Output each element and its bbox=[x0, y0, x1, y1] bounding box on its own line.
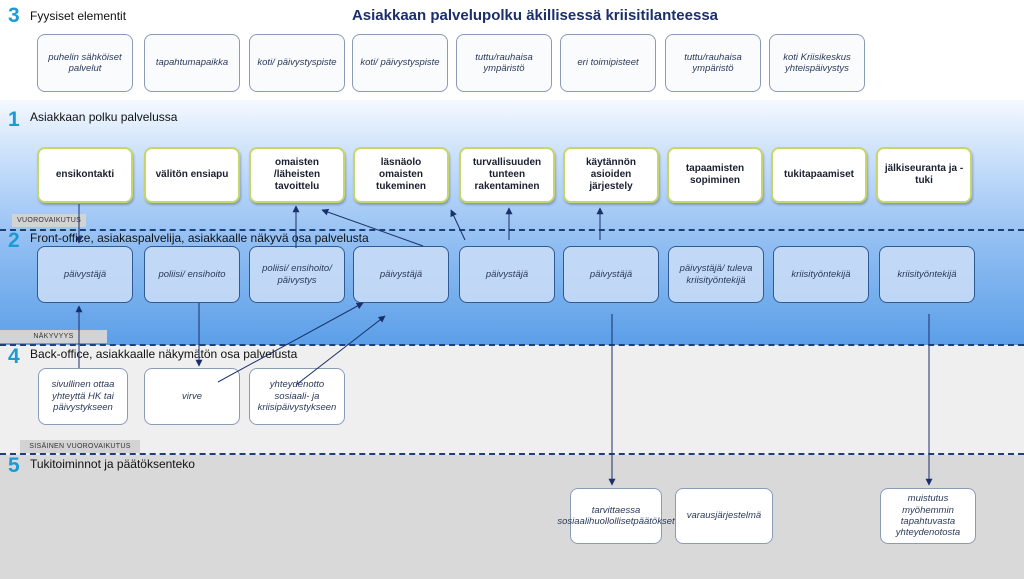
lane-label-front: Front-office, asiakaspalvelija, asiakkaa… bbox=[30, 231, 369, 245]
arrow-virve-to-duty bbox=[217, 302, 364, 383]
lane-number-back: 4 bbox=[8, 345, 20, 368]
lane-label-physical: Fyysiset elementit bbox=[30, 9, 127, 23]
support-function: varausjärjestelmä bbox=[675, 488, 773, 544]
physical-element: puhelin sähköiset palvelut bbox=[37, 34, 133, 92]
interaction-tag: VUOROVAIKUTUS bbox=[12, 214, 87, 227]
internal-interaction-tag: SISÄINEN VUOROVAIKUTUS bbox=[20, 440, 140, 453]
physical-element: koti Kriisikeskus yhteispäivystys bbox=[769, 34, 865, 92]
support-function: tarvittaessa sosiaalihuollollisetpäätöks… bbox=[557, 488, 675, 544]
customer-front-band bbox=[0, 100, 1024, 345]
front-office-actor: päivystäjä/ tuleva kriisityöntekijä bbox=[668, 246, 764, 303]
back-office-action: sivullinen ottaa yhteyttä HK tai päivyst… bbox=[38, 368, 128, 425]
lane-number-physical: 3 bbox=[8, 4, 20, 27]
support-band bbox=[0, 455, 1024, 579]
front-office-actor: päivystäjä bbox=[37, 246, 133, 303]
customer-step: välitön ensiapu bbox=[144, 147, 240, 203]
lane-label-customer: Asiakkaan polku palvelussa bbox=[30, 110, 178, 124]
lane-label-back: Back-office, asiakkaalle näkymätön osa p… bbox=[30, 347, 298, 361]
front-office-actor: päivystäjä bbox=[563, 246, 659, 303]
customer-step: ensikontakti bbox=[37, 147, 133, 203]
physical-element: tapahtumapaikka bbox=[144, 34, 240, 92]
arrow-duty-to-safety bbox=[450, 209, 466, 241]
support-function: muistutus myöhemmin tapahtuvasta yhteyde… bbox=[880, 488, 976, 544]
customer-step: käytännön asioiden järjestely bbox=[563, 147, 659, 203]
customer-step: turvallisuuden tunteen rakentaminen bbox=[459, 147, 555, 203]
physical-element: koti/ päivystyspiste bbox=[249, 34, 345, 92]
back-office-action: virve bbox=[144, 368, 240, 425]
physical-element: tuttu/rauhaisa ympäristö bbox=[665, 34, 761, 92]
front-office-actor: päivystäjä bbox=[353, 246, 449, 303]
physical-element: eri toimipisteet bbox=[560, 34, 656, 92]
arrow-contact-to-duty bbox=[295, 315, 386, 386]
customer-step: tapaamisten sopiminen bbox=[667, 147, 763, 203]
lane-number-customer: 1 bbox=[8, 108, 20, 131]
physical-element: tuttu/rauhaisa ympäristö bbox=[456, 34, 552, 92]
front-office-actor: kriisityöntekijä bbox=[879, 246, 975, 303]
customer-step: jälkiseuranta ja -tuki bbox=[876, 147, 972, 203]
visibility-tag: NÄKYVYYS bbox=[0, 330, 107, 343]
front-office-actor: poliisi/ ensihoito/ päivystys bbox=[249, 246, 345, 303]
customer-step: läsnäolo omaisten tukeminen bbox=[353, 147, 449, 203]
lane-number-support: 5 bbox=[8, 454, 20, 477]
customer-step: tukitapaamiset bbox=[771, 147, 867, 203]
back-office-action: yhteydenotto sosiaali- ja kriisipäivysty… bbox=[249, 368, 345, 425]
front-office-actor: kriisityöntekijä bbox=[773, 246, 869, 303]
customer-step: omaisten /läheisten tavoittelu bbox=[249, 147, 345, 203]
visibility-line bbox=[0, 344, 1024, 346]
arrow-duty-to-relatives bbox=[321, 208, 424, 247]
front-office-actor: poliisi/ ensihoito bbox=[144, 246, 240, 303]
interaction-line bbox=[0, 229, 1024, 231]
lane-number-front: 2 bbox=[8, 229, 20, 252]
physical-element: koti/ päivystyspiste bbox=[352, 34, 448, 92]
lane-label-support: Tukitoiminnot ja päätöksenteko bbox=[30, 457, 195, 471]
internal-interaction-line bbox=[0, 453, 1024, 455]
page-title: Asiakkaan palvelupolku äkillisessä kriis… bbox=[351, 7, 719, 24]
front-office-actor: päivystäjä bbox=[459, 246, 555, 303]
